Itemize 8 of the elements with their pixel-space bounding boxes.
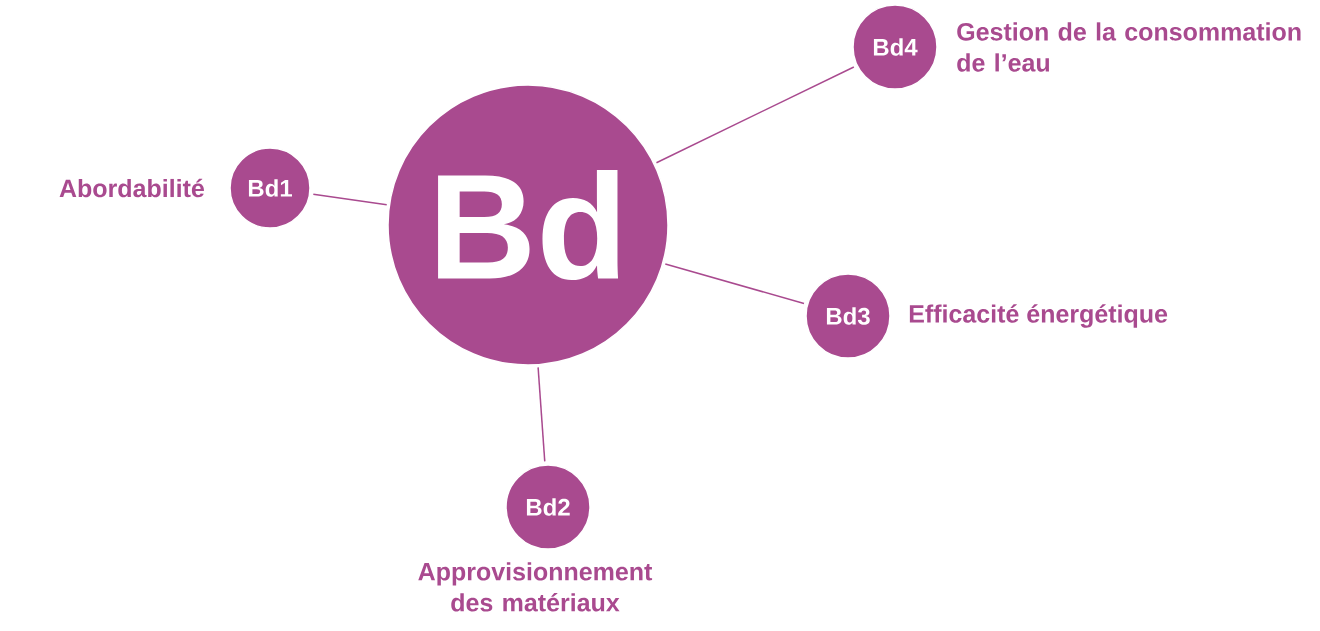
connector-line [312, 193, 388, 206]
connector-line [664, 263, 805, 305]
connector-line [537, 366, 546, 463]
node-caption: Gestion de la consommation de l’eau [957, 22, 1301, 72]
node-caption: Efficacité énergétique [909, 304, 1168, 328]
node-caption: Approvisionnement des matériaux [418, 562, 653, 612]
node-caption: Abordabilité [59, 178, 204, 198]
connector-line [655, 66, 855, 164]
